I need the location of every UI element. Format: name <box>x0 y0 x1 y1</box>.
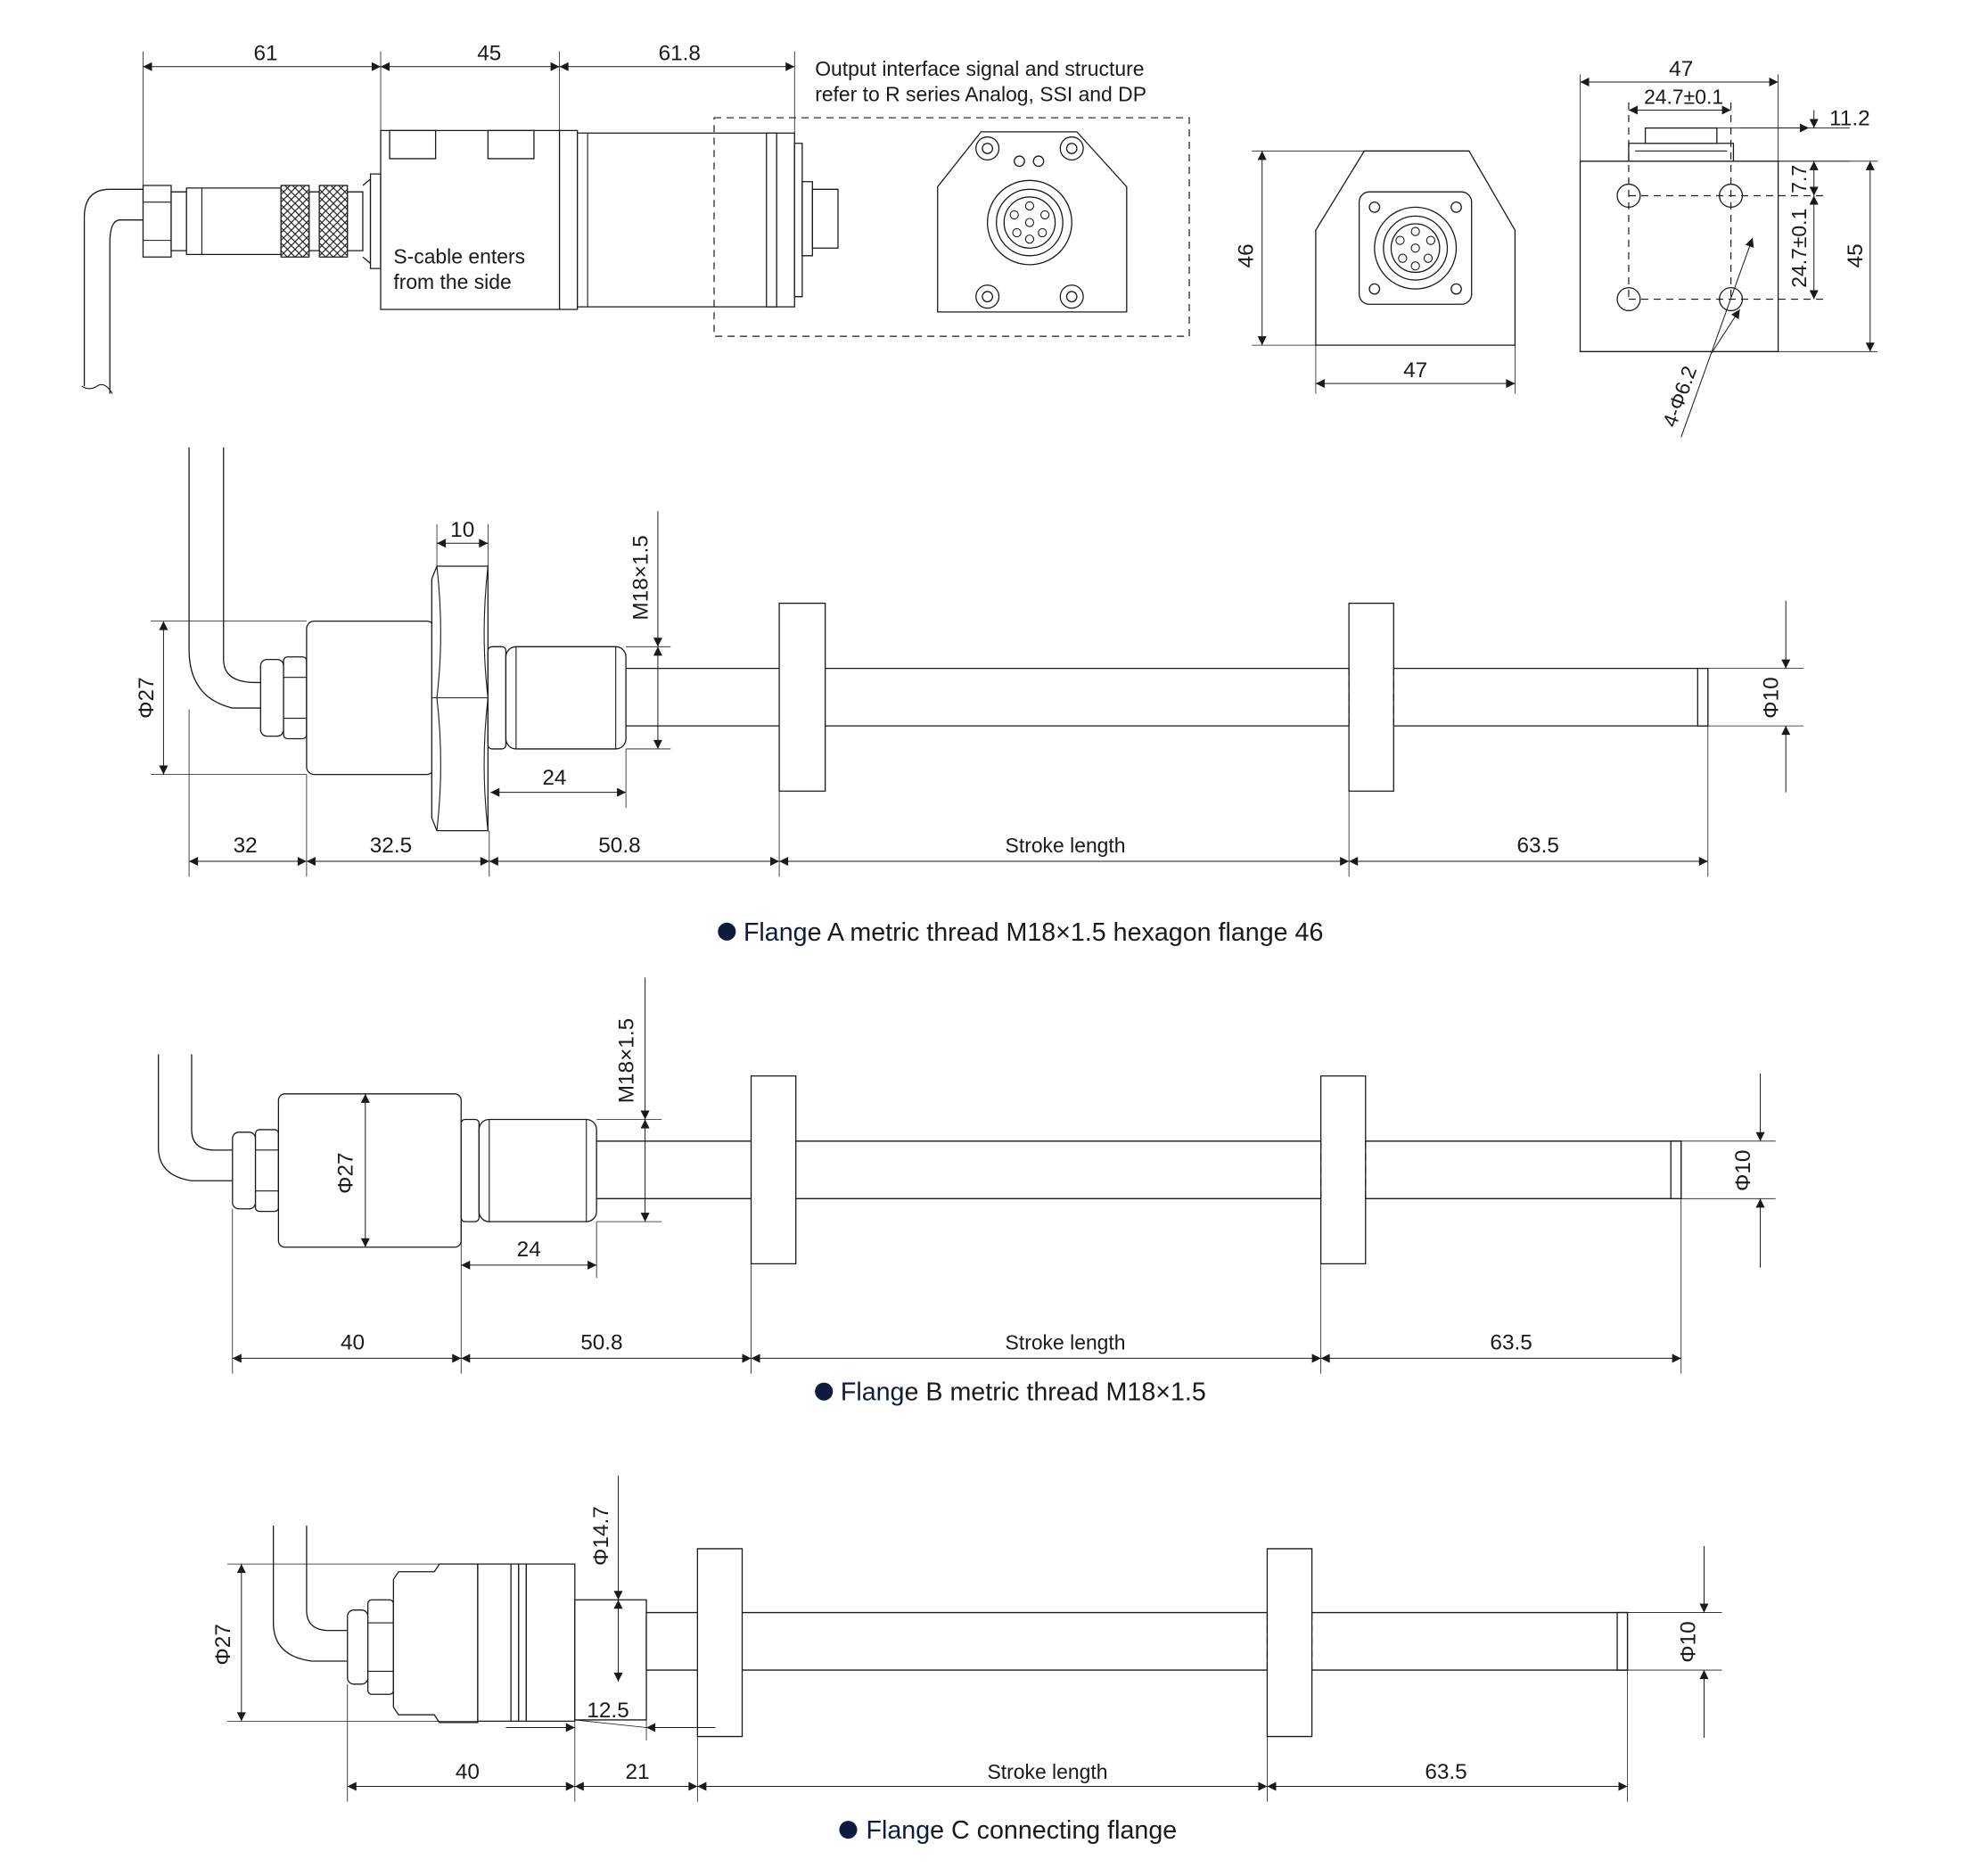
side-view: 47 24.7±0.1 11.2 7.7 24.7±0.1 45 4-Φ6.2 <box>1581 57 1878 438</box>
flange-a-dim-32: 32 <box>234 834 258 858</box>
flange-a-caption: Flange A metric thread M18×1.5 hexagon f… <box>744 918 1323 947</box>
dim-11-2: 11.2 <box>1829 107 1870 131</box>
flange-b-dim-50-8: 50.8 <box>580 1330 622 1354</box>
dim-45-side: 45 <box>1844 243 1868 267</box>
dim-61: 61 <box>254 42 278 66</box>
flange-c-dim-12-5: 12.5 <box>587 1699 629 1723</box>
dim-24-7-v: 24.7±0.1 <box>1787 209 1811 288</box>
note-output-line1: Output interface signal and structure <box>815 57 1144 80</box>
front-view: 46 47 <box>1235 151 1516 393</box>
flange-c-dim-63-5: 63.5 <box>1425 1760 1467 1784</box>
flange-b-dim-40: 40 <box>341 1330 365 1354</box>
flange-a-dim-dia27: Φ27 <box>135 677 159 719</box>
note-cable-line2: from the side <box>393 270 511 293</box>
flange-b-drawing: M18×1.5 Φ27 24 Φ10 40 50.8 Stroke length… <box>159 977 1776 1407</box>
flange-c-dim-dia14-7: Φ14.7 <box>589 1506 613 1566</box>
flange-a-dim-32-5: 32.5 <box>370 834 412 858</box>
dim-47-side: 47 <box>1669 57 1693 81</box>
flange-b-dim-63-5: 63.5 <box>1490 1330 1532 1354</box>
flange-b-dim-24: 24 <box>517 1238 541 1262</box>
note-output-line2: refer to R series Analog, SSI and DP <box>815 82 1146 105</box>
flange-c-dim-21: 21 <box>625 1760 649 1784</box>
flange-c-drawing: Φ14.7 Φ27 12.5 Φ10 40 21 Stroke length 6… <box>211 1476 1722 1845</box>
flange-a-dim-stroke: Stroke length <box>1006 834 1126 857</box>
flange-b-dim-dia10: Φ10 <box>1731 1150 1755 1192</box>
flange-a-drawing: 10 M18×1.5 Φ27 24 Φ10 32 32.5 <box>135 448 1803 947</box>
dim-47-front: 47 <box>1403 358 1427 383</box>
flange-c-caption: Flange C connecting flange <box>867 1816 1178 1845</box>
dim-24-7-h: 24.7±0.1 <box>1644 85 1723 108</box>
flange-a-dim-thread: M18×1.5 <box>629 535 653 620</box>
flange-c-dim-stroke: Stroke length <box>987 1760 1107 1783</box>
flange-a-dim-24: 24 <box>542 766 566 790</box>
flange-a-dim-50-8: 50.8 <box>598 834 640 858</box>
flange-a-dim-63-5: 63.5 <box>1517 834 1559 858</box>
flange-c-dim-dia27: Φ27 <box>211 1624 235 1666</box>
dim-46: 46 <box>1235 243 1259 267</box>
dim-61-8: 61.8 <box>659 42 701 66</box>
flange-b-dim-thread: M18×1.5 <box>615 1018 639 1103</box>
dim-holes: 4-Φ6.2 <box>1658 363 1702 430</box>
flange-c-dim-40: 40 <box>456 1760 480 1784</box>
flange-b-caption: Flange B metric thread M18×1.5 <box>841 1378 1206 1407</box>
dim-7-7: 7.7 <box>1787 165 1811 193</box>
flange-a-dim-dia10: Φ10 <box>1760 677 1784 719</box>
flange-a-dim-10: 10 <box>450 518 474 542</box>
top-view: 61 45 61.8 Output interface signal and s… <box>82 42 1189 394</box>
flange-b-dim-dia27: Φ27 <box>333 1152 357 1194</box>
note-cable-line1: S-cable enters <box>393 244 525 267</box>
flange-c-dim-dia10: Φ10 <box>1676 1621 1700 1663</box>
flange-b-dim-stroke: Stroke length <box>1006 1330 1126 1354</box>
dim-45: 45 <box>477 42 501 66</box>
